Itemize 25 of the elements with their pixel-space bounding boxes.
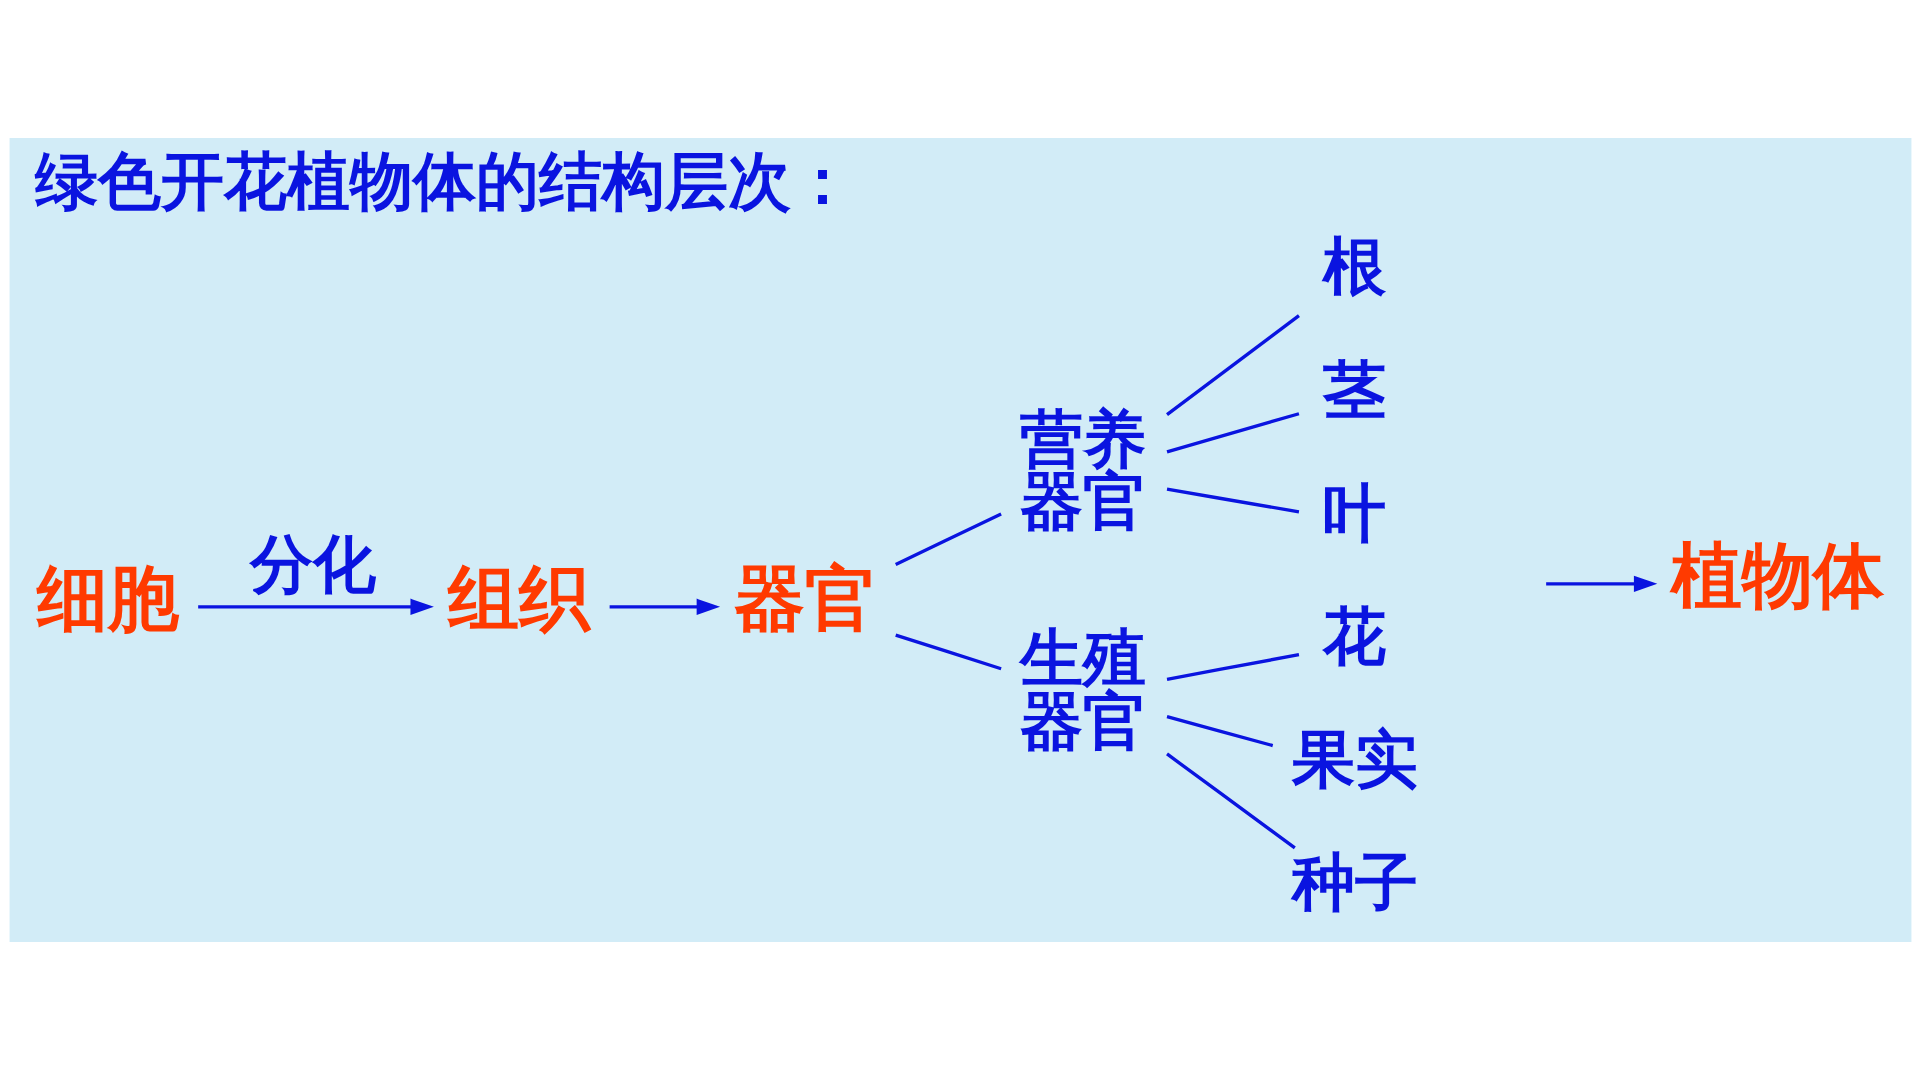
node-text: 根 bbox=[1322, 230, 1386, 304]
arrow bbox=[609, 598, 720, 616]
node-text: 植物体 bbox=[1670, 533, 1884, 617]
node-text: 细胞 bbox=[36, 556, 179, 640]
connector bbox=[1166, 715, 1273, 748]
node-text: 茎 bbox=[1322, 353, 1386, 427]
node-text: 器官 bbox=[733, 556, 876, 640]
node-text: 组织 bbox=[447, 556, 590, 640]
node-text: 叶 bbox=[1322, 476, 1386, 550]
connector bbox=[1165, 752, 1296, 850]
node-text: 花 bbox=[1322, 599, 1386, 673]
connector bbox=[894, 633, 1002, 671]
connector bbox=[1166, 412, 1299, 454]
connector bbox=[894, 512, 1002, 566]
connector bbox=[1165, 314, 1300, 416]
arrow bbox=[1545, 575, 1657, 593]
node-text: 果实 bbox=[1291, 723, 1418, 797]
connector bbox=[1166, 653, 1299, 681]
diagram-title: 绿色开花植物体的结构层次： bbox=[34, 144, 854, 218]
node-text: 生殖器官 bbox=[1019, 621, 1146, 758]
edge-label: 分化 bbox=[249, 527, 376, 601]
arrow bbox=[197, 598, 434, 616]
node-text: 种子 bbox=[1291, 846, 1418, 920]
node-text: 营养器官 bbox=[1019, 402, 1146, 539]
connector bbox=[1166, 487, 1299, 514]
